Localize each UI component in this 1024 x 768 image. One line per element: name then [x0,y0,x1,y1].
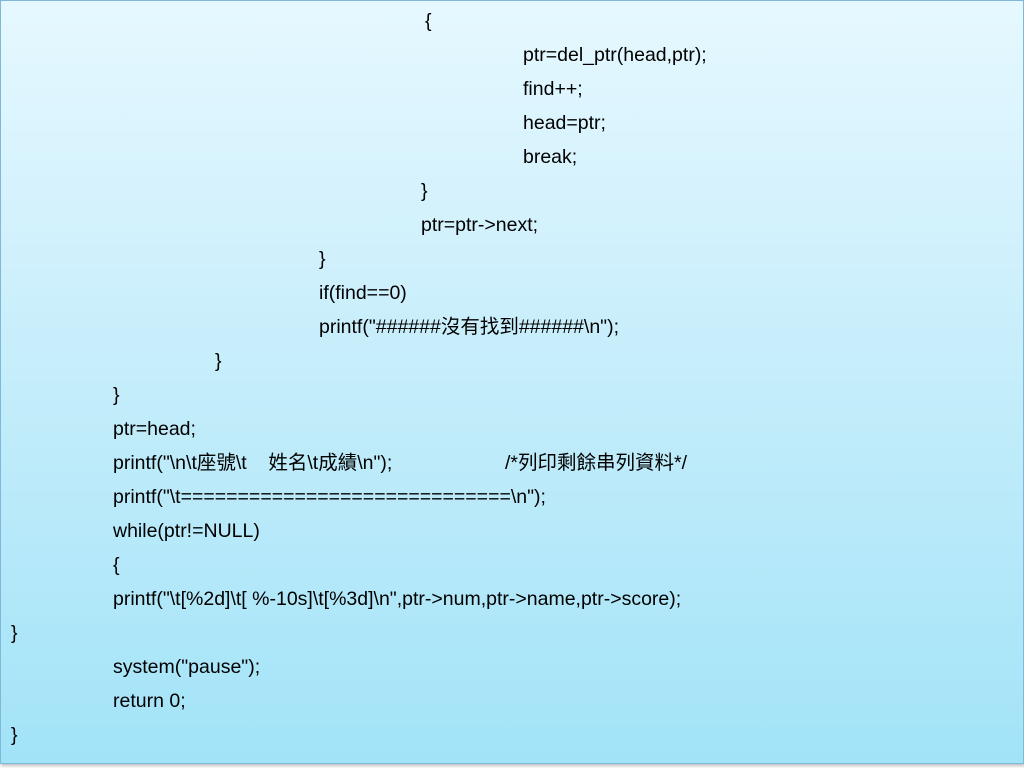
code-line: { [425,10,432,32]
code-line: printf("\t[%2d]\t[ %-10s]\t[%3d]\n",ptr-… [113,588,682,610]
code-line: } [215,350,222,372]
code-line: ptr=ptr->next; [421,214,539,236]
code-line: } [11,622,18,644]
code-line: } [319,248,326,270]
code-line: } [11,724,18,746]
code-line: system("pause"); [113,656,261,678]
code-line: } [421,180,428,202]
code-line: return 0; [113,690,186,712]
code-line: printf("######沒有找到######\n"); [319,316,620,338]
code-line: } [113,384,120,406]
code-line: ptr=head; [113,418,196,440]
code-line: if(find==0) [319,282,407,304]
code-line: find++; [523,78,583,100]
code-line: while(ptr!=NULL) [113,520,260,542]
code-comment: /*列印剩餘串列資料*/ [505,452,688,474]
code-line: printf("\t=============================\… [113,486,546,508]
code-line: break; [523,146,578,168]
code-line: ptr=del_ptr(head,ptr); [523,44,707,66]
code-line: head=ptr; [523,112,606,134]
code-line: printf("\n\t座號\t 姓名\t成績\n"); [113,452,393,474]
code-line: { [113,554,120,576]
